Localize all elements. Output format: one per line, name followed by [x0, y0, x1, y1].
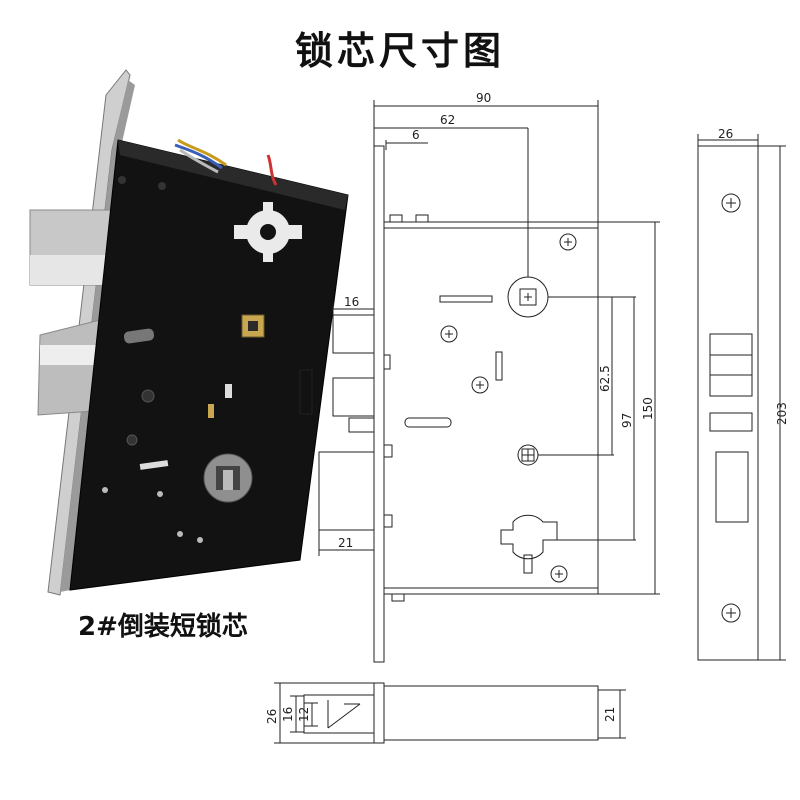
dim-16-bottom: 16	[281, 707, 295, 722]
dim-21-bottom: 21	[603, 707, 617, 722]
front-lock-case	[383, 221, 599, 595]
bottom-case	[383, 685, 599, 741]
front-screw-holes	[440, 233, 577, 583]
photo-cylinder-cutout	[234, 202, 302, 262]
bottom-plate	[373, 682, 385, 744]
dim-62: 62	[440, 113, 455, 127]
dim-12-bottom: 12	[297, 707, 311, 722]
side-view	[697, 134, 786, 661]
dim-6: 6	[412, 128, 420, 142]
dim-16: 16	[344, 295, 359, 309]
dim-150: 150	[641, 397, 655, 420]
front-latch-upper	[332, 314, 375, 354]
side-faceplate	[697, 145, 759, 661]
front-deadbolt	[318, 451, 375, 531]
dim-21: 21	[338, 536, 353, 550]
diagram-title: 锁芯尺寸图	[294, 29, 505, 73]
bottom-bolt	[303, 694, 375, 734]
front-latch-lower	[332, 377, 375, 417]
front-view	[299, 100, 660, 663]
front-cylinder-cutout	[500, 514, 558, 560]
front-faceplate	[373, 145, 385, 663]
side-deadbolt-window	[715, 451, 749, 523]
dim-97: 97	[620, 413, 634, 428]
dim-26-bottom: 26	[265, 709, 279, 724]
dim-203: 203	[775, 402, 789, 425]
photo-caption: 2#倒装短锁芯	[78, 612, 248, 642]
dim-90: 90	[476, 91, 491, 105]
dim-62-5: 62.5	[598, 365, 612, 392]
side-latch-window	[709, 333, 753, 397]
dim-26-side: 26	[718, 127, 733, 141]
bottom-view	[274, 682, 626, 744]
